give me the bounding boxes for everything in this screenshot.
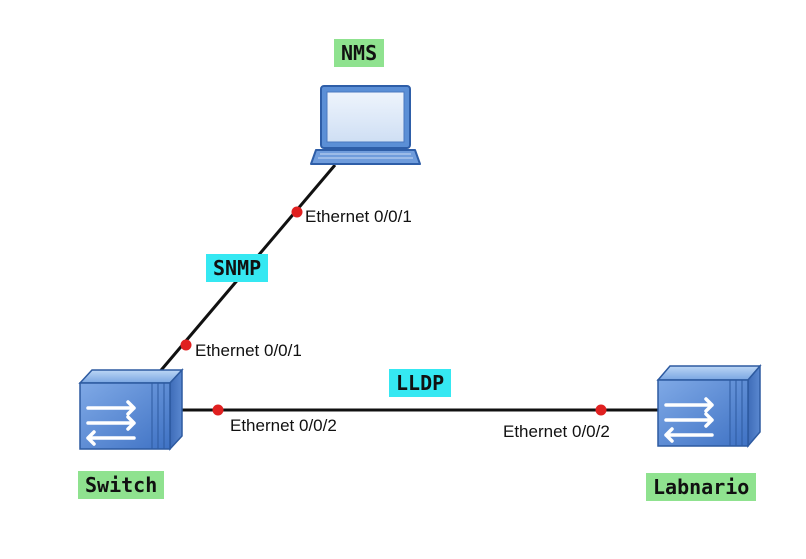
snmp-label: SNMP (206, 254, 269, 282)
nms-label: NMS (334, 39, 385, 67)
port-dot (180, 339, 192, 351)
port-dot (291, 206, 303, 218)
switch-port-label-snmp: Ethernet 0/0/1 (195, 341, 302, 360)
port-dot (212, 404, 224, 416)
switch-icon (656, 363, 762, 449)
switch-icon (78, 368, 184, 451)
port-dot (595, 404, 607, 416)
laptop-icon (310, 85, 421, 165)
switch-label: Switch (78, 471, 165, 499)
lldp-label: LLDP (389, 369, 452, 397)
nms-port-label: Ethernet 0/0/1 (305, 207, 412, 226)
labnario-label: Labnario (646, 473, 757, 501)
labnario-port-label: Ethernet 0/0/2 (503, 422, 610, 441)
switch-port-label-lldp: Ethernet 0/0/2 (230, 416, 337, 435)
